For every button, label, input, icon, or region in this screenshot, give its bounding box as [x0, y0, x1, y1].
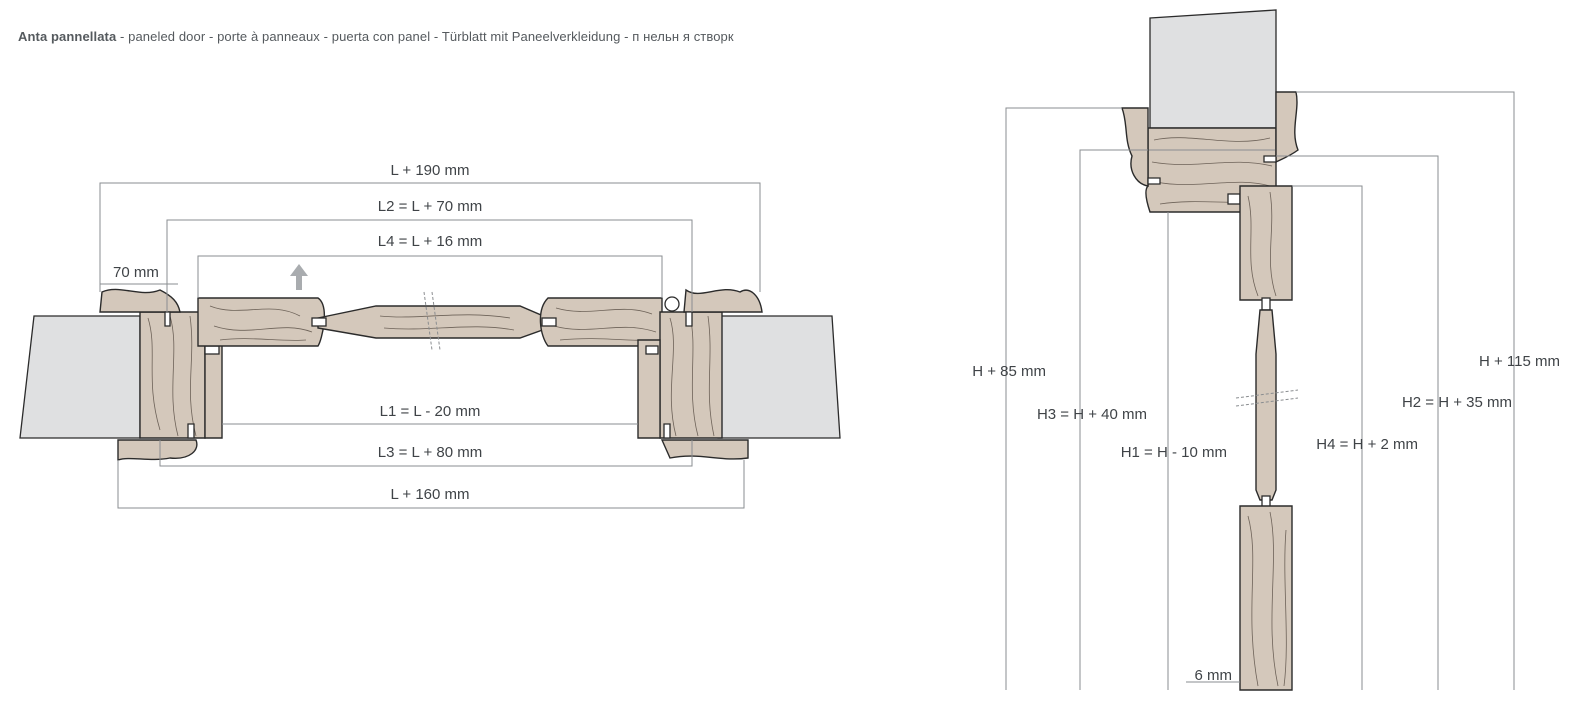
- dim-line-l2: [166, 219, 693, 312]
- dim-line-l4: [197, 255, 663, 298]
- dim-label-l-160: L + 160 mm: [390, 486, 469, 503]
- top-panel-joint: [1261, 297, 1271, 311]
- dim-line-l-160: [117, 460, 745, 509]
- head-metal-profile: [1147, 155, 1277, 185]
- right-jamb-grain: [669, 315, 715, 437]
- left-wall: [19, 315, 141, 439]
- door-panel-grain: [379, 314, 515, 331]
- dim-label-l2: L2 = L + 70 mm: [378, 198, 483, 215]
- hinge-knuckle: [664, 296, 680, 312]
- dim-label-h115: H + 115 mm: [1479, 353, 1560, 370]
- dim-line-h2: [1276, 155, 1439, 690]
- title-bold: Anta pannellata: [18, 29, 117, 44]
- right-hinge-screw: [645, 345, 659, 355]
- panel-joint-left: [311, 317, 327, 327]
- dim-label-l-190: L + 190 mm: [390, 162, 469, 179]
- door-top-rail: [1239, 185, 1293, 301]
- dim-label-h4: H4 = H + 2 mm: [1316, 436, 1418, 453]
- door-bottom-rail-grain: [1247, 511, 1287, 687]
- right-wall: [717, 315, 841, 439]
- dim-label-l4: L4 = L + 16 mm: [378, 233, 483, 250]
- left-casing-bottom: [117, 439, 198, 461]
- lintel-wall: [1149, 9, 1277, 129]
- head-casing-left: [1120, 107, 1149, 187]
- door-top-rail-grain: [1247, 191, 1277, 297]
- right-stop: [637, 339, 661, 439]
- dim-line-h3: [1079, 149, 1148, 690]
- dim-label-h3: H3 = H + 40 mm: [1037, 406, 1147, 423]
- dim-label-70mm: 70 mm: [113, 264, 159, 281]
- opening-arrow-icon: [290, 264, 308, 290]
- dim-line-h4: [1292, 185, 1363, 690]
- head-hinge-screw: [1227, 193, 1241, 205]
- dim-line-l-190: [99, 182, 761, 292]
- section-view: H + 85 mm H3 = H + 40 mm H1 = H - 10 mm …: [972, 9, 1560, 691]
- right-jamb: [659, 311, 723, 439]
- left-jamb-grain: [147, 315, 197, 437]
- door-leaf-left-grain: [209, 305, 313, 341]
- section-break-mark: [1235, 389, 1299, 407]
- door-panel-section: [1255, 309, 1277, 501]
- dim-line-h85: [1005, 107, 1122, 690]
- dim-label-6mm: 6 mm: [1195, 667, 1233, 684]
- right-casing-top: [683, 288, 763, 313]
- head-jamb-grain: [1151, 137, 1273, 205]
- head-casing-right: [1275, 91, 1299, 164]
- left-hinge-screw: [204, 345, 220, 355]
- left-casing-top: [99, 288, 181, 313]
- dim-label-h85: H + 85 mm: [972, 363, 1046, 380]
- door-panel-center: [317, 305, 549, 339]
- door-bottom-rail: [1239, 505, 1293, 691]
- left-jamb: [139, 311, 206, 439]
- dim-line-l3: [159, 440, 693, 467]
- dim-label-l1: L1 = L - 20 mm: [380, 403, 481, 420]
- plan-view: L + 190 mm L2 = L + 70 mm L4 = L + 16 mm…: [19, 162, 841, 509]
- dim-label-h1: H1 = H - 10 mm: [1121, 444, 1227, 461]
- panel-joint-right: [541, 317, 557, 327]
- right-casing-bottom: [660, 439, 749, 460]
- dim-label-h2: H2 = H + 35 mm: [1402, 394, 1512, 411]
- left-metal-profile: [164, 311, 195, 439]
- left-stop: [204, 339, 223, 439]
- dim-line-h115: [1296, 91, 1515, 690]
- right-metal-profile: [663, 311, 693, 439]
- diagram-title: Anta pannellata - paneled door - porte à…: [18, 29, 734, 44]
- title-rest: - paneled door - porte à panneaux - puer…: [116, 29, 734, 44]
- dim-label-l3: L3 = L + 80 mm: [378, 444, 483, 461]
